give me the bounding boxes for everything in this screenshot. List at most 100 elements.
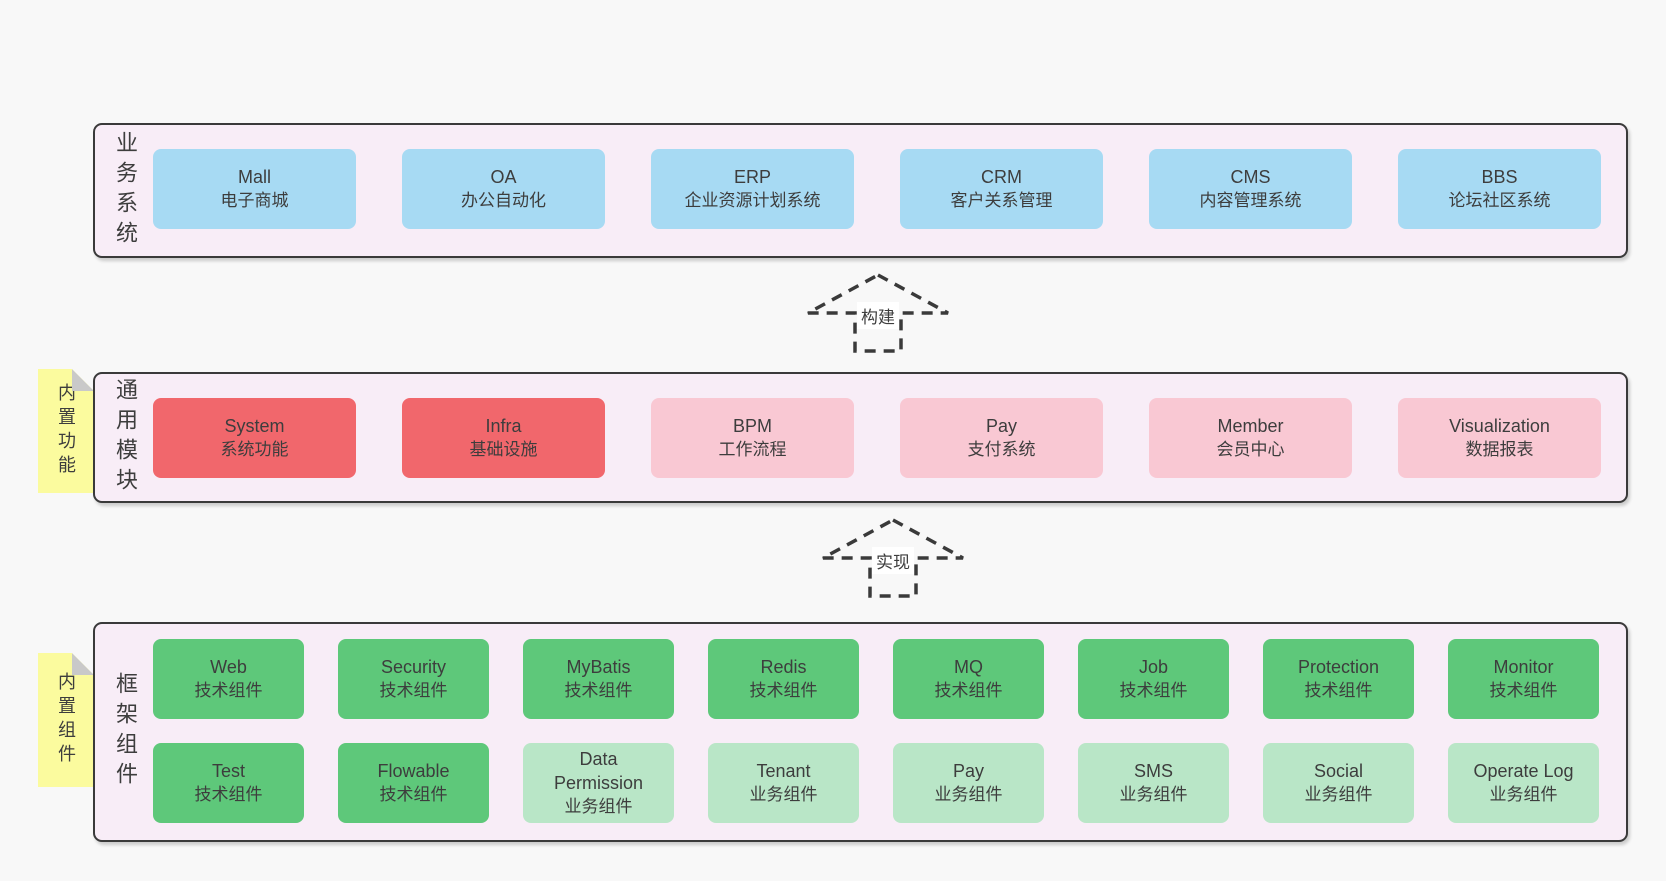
box-name: Tenant: [756, 761, 811, 781]
box-pay-biz: Pay 业务组件: [893, 743, 1044, 823]
box-monitor: Monitor 技术组件: [1448, 639, 1599, 719]
box-name: CRM: [981, 167, 1022, 187]
box-desc: 基础设施: [469, 440, 538, 459]
box-name: Monitor: [1493, 657, 1554, 677]
box-name: Member: [1217, 416, 1284, 436]
box-member: Member 会员中心: [1149, 398, 1352, 478]
box-name: Test: [211, 761, 245, 781]
box-name: CMS: [1230, 167, 1271, 187]
layer-common-modules-label: 通用模块: [113, 377, 138, 498]
sticky-note-label: 内置功能: [56, 383, 76, 479]
box-desc: 支付系统: [967, 440, 1036, 459]
box-name: BPM: [732, 416, 772, 436]
box-mall: Mall 电子商城: [153, 149, 356, 229]
arrow-build-label: 构建: [857, 302, 899, 329]
box-name: Social: [1313, 761, 1364, 781]
box-desc: 业务组件: [1304, 785, 1373, 804]
box-web: Web 技术组件: [153, 639, 304, 719]
box-desc: 技术组件: [564, 681, 633, 700]
box-name: ERP: [733, 167, 771, 187]
box-desc: 业务组件: [749, 785, 818, 804]
box-redis: Redis 技术组件: [708, 639, 859, 719]
box-mybatis: MyBatis 技术组件: [523, 639, 674, 719]
box-tenant: Tenant 业务组件: [708, 743, 859, 823]
sticky-note-built-in-features: 内置功能: [38, 369, 94, 493]
layer-business-systems: 业务系统 Mall 电子商城 OA 办公自动化 ERP 企业资源计划系统 CRM…: [93, 123, 1628, 258]
box-social: Social 业务组件: [1263, 743, 1414, 823]
box-desc: 技术组件: [194, 785, 263, 804]
box-name: BBS: [1481, 167, 1518, 187]
box-name: MQ: [954, 657, 983, 677]
box-desc: 数据报表: [1465, 440, 1534, 459]
layer-framework-components-label: 框架组件: [113, 672, 138, 792]
box-name: Security: [380, 657, 447, 677]
box-desc: 业务组件: [1489, 785, 1558, 804]
box-desc: 技术组件: [1304, 681, 1373, 700]
box-name: Pay: [952, 761, 985, 781]
box-protection: Protection 技术组件: [1263, 639, 1414, 719]
box-desc: 技术组件: [749, 681, 818, 700]
box-mq: MQ 技术组件: [893, 639, 1044, 719]
box-name: Flowable: [377, 761, 450, 781]
arrow-build: 构建: [803, 273, 953, 353]
box-desc: 电子商城: [220, 191, 289, 210]
box-name: Job: [1138, 657, 1169, 677]
box-job: Job 技术组件: [1078, 639, 1229, 719]
box-operate-log: Operate Log 业务组件: [1448, 743, 1599, 823]
sticky-note-label: 内置组件: [56, 672, 76, 768]
box-desc: 工作流程: [718, 440, 787, 459]
box-name: Pay: [985, 416, 1018, 436]
folded-corner-icon: [72, 653, 94, 675]
box-data-permission: Data Permission 业务组件: [523, 743, 674, 823]
box-desc: 技术组件: [379, 785, 448, 804]
box-security: Security 技术组件: [338, 639, 489, 719]
box-name: Redis: [760, 657, 807, 677]
box-desc: 客户关系管理: [950, 191, 1053, 210]
arrow-up-dashed-icon: [822, 518, 964, 598]
box-crm: CRM 客户关系管理: [900, 149, 1103, 229]
box-bpm: BPM 工作流程: [651, 398, 854, 478]
box-desc: 企业资源计划系统: [684, 191, 821, 210]
folded-corner-icon: [72, 369, 94, 391]
arrow-implement-label: 实现: [872, 547, 914, 574]
sticky-note-built-in-components: 内置组件: [38, 653, 94, 787]
arrow-implement: 实现: [818, 518, 968, 598]
box-bbs: BBS 论坛社区系统: [1398, 149, 1601, 229]
box-system: System 系统功能: [153, 398, 356, 478]
arrow-up-dashed-icon: [807, 273, 949, 353]
box-pay: Pay 支付系统: [900, 398, 1103, 478]
box-desc: 内容管理系统: [1199, 191, 1302, 210]
box-desc: 技术组件: [934, 681, 1003, 700]
box-desc: 系统功能: [220, 440, 289, 459]
box-desc: 技术组件: [194, 681, 263, 700]
box-test: Test 技术组件: [153, 743, 304, 823]
box-name: Visualization: [1449, 416, 1550, 436]
box-erp: ERP 企业资源计划系统: [651, 149, 854, 229]
box-name: Operate Log: [1473, 761, 1574, 781]
box-name: OA: [490, 167, 517, 187]
box-name: Data Permission: [553, 749, 644, 793]
box-desc: 业务组件: [1119, 785, 1188, 804]
box-name: Protection: [1297, 657, 1380, 677]
box-name: MyBatis: [566, 657, 631, 677]
box-name: SMS: [1133, 761, 1173, 781]
layer-common-modules: 通用模块 System 系统功能 Infra 基础设施 BPM 工作流程 Pay…: [93, 372, 1628, 503]
box-infra: Infra 基础设施: [402, 398, 605, 478]
box-name: System: [224, 416, 285, 436]
box-desc: 业务组件: [564, 797, 633, 816]
box-oa: OA 办公自动化: [402, 149, 605, 229]
box-desc: 业务组件: [934, 785, 1003, 804]
box-flowable: Flowable 技术组件: [338, 743, 489, 823]
box-cms: CMS 内容管理系统: [1149, 149, 1352, 229]
box-desc: 办公自动化: [461, 191, 546, 210]
box-desc: 论坛社区系统: [1448, 191, 1551, 210]
box-desc: 技术组件: [379, 681, 448, 700]
layer-framework-components: 框架组件 Web 技术组件 Security 技术组件 MyBatis 技术组件…: [93, 622, 1628, 842]
box-desc: 技术组件: [1489, 681, 1558, 700]
layer-business-systems-label: 业务系统: [113, 130, 138, 251]
box-name: Mall: [237, 167, 271, 187]
box-sms: SMS 业务组件: [1078, 743, 1229, 823]
box-visualization: Visualization 数据报表: [1398, 398, 1601, 478]
box-desc: 会员中心: [1216, 440, 1285, 459]
